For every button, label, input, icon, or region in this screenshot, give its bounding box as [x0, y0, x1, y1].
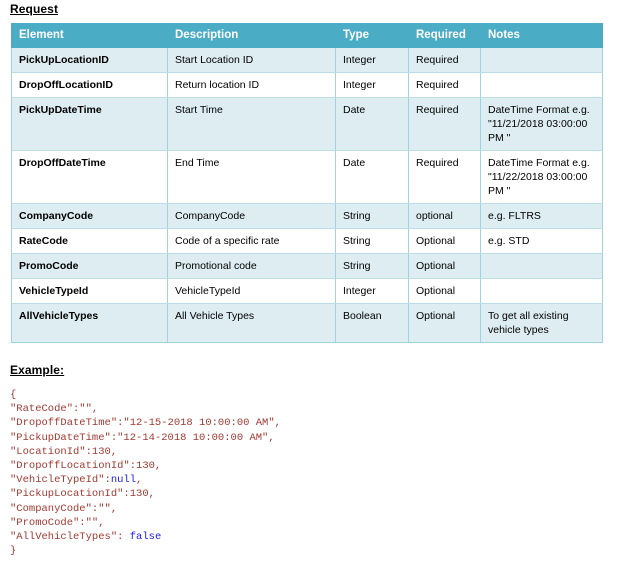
- cell-required: Required: [408, 72, 481, 98]
- cell-notes: [480, 253, 603, 279]
- code-line: "DropoffLocationId":130,: [10, 459, 281, 473]
- code-line: "LocationId":130,: [10, 445, 281, 459]
- cell-type: Date: [335, 97, 409, 151]
- cell-description: Start Time: [167, 97, 336, 151]
- cell-description: Start Location ID: [167, 47, 336, 73]
- cell-type: Integer: [335, 47, 409, 73]
- cell-type: String: [335, 253, 409, 279]
- column-header-description: Description: [167, 23, 336, 48]
- cell-notes: To get all existing vehicle types: [480, 303, 603, 343]
- cell-element: PickUpLocationID: [11, 47, 168, 73]
- cell-element: PickUpDateTime: [11, 97, 168, 151]
- json-text: "DropoffLocationId":130,: [10, 460, 162, 473]
- json-text: "CompanyCode":"",: [10, 502, 118, 515]
- cell-notes: [480, 278, 603, 304]
- cell-description: All Vehicle Types: [167, 303, 336, 343]
- code-line: "VehicleTypeId":null,: [10, 473, 281, 487]
- cell-type: Integer: [335, 278, 409, 304]
- example-heading: Example:: [10, 363, 65, 377]
- cell-element: PromoCode: [11, 253, 168, 279]
- column-header-required: Required: [408, 23, 481, 48]
- cell-description: Code of a specific rate: [167, 228, 336, 254]
- json-text: ,: [136, 474, 143, 487]
- table-header: Element Description Type Required Notes: [11, 23, 603, 48]
- cell-description: Return location ID: [167, 72, 336, 98]
- cell-notes: e.g. STD: [480, 228, 603, 254]
- cell-type: Date: [335, 150, 409, 204]
- json-text: "DropoffDateTime":"12-15-2018 10:00:00 A…: [10, 417, 281, 430]
- json-text: "AllVehicleTypes":: [10, 531, 130, 544]
- code-line: "PromoCode":"",: [10, 516, 281, 530]
- cell-required: Optional: [408, 278, 481, 304]
- cell-notes: [480, 72, 603, 98]
- cell-notes: DateTime Format e.g. "11/22/2018 03:00:0…: [480, 150, 603, 204]
- table-header-row: Element Description Type Required Notes: [11, 23, 603, 48]
- cell-type: Boolean: [335, 303, 409, 343]
- cell-element: DropOffDateTime: [11, 150, 168, 204]
- cell-element: VehicleTypeId: [11, 278, 168, 304]
- column-header-element: Element: [11, 23, 168, 48]
- cell-notes: [480, 47, 603, 73]
- json-text: "PickupLocationId":130,: [10, 488, 155, 501]
- example-json-code-block: { "RateCode":"","DropoffDateTime":"12-15-…: [10, 388, 281, 558]
- cell-required: Required: [408, 47, 481, 73]
- code-line: "RateCode":"",: [10, 402, 281, 416]
- code-line: "AllVehicleTypes": false: [10, 530, 281, 544]
- json-text: "RateCode":"",: [10, 403, 99, 416]
- cell-type: String: [335, 203, 409, 229]
- cell-description: CompanyCode: [167, 203, 336, 229]
- json-text: "LocationId":130,: [10, 445, 118, 458]
- json-literal: null: [110, 474, 137, 487]
- cell-type: String: [335, 228, 409, 254]
- code-line: {: [10, 388, 281, 402]
- cell-required: Optional: [408, 228, 481, 254]
- cell-notes: e.g. FLTRS: [480, 203, 603, 229]
- cell-element: CompanyCode: [11, 203, 168, 229]
- request-parameters-table: Element Description Type Required Notes …: [11, 23, 603, 343]
- cell-type: Integer: [335, 72, 409, 98]
- cell-notes: DateTime Format e.g. "11/21/2018 03:00:0…: [480, 97, 603, 151]
- cell-description: Promotional code: [167, 253, 336, 279]
- cell-element: DropOffLocationID: [11, 72, 168, 98]
- cell-description: VehicleTypeId: [167, 278, 336, 304]
- code-line: "PickupDateTime":"12-14-2018 10:00:00 AM…: [10, 431, 281, 445]
- code-line: "DropoffDateTime":"12-15-2018 10:00:00 A…: [10, 416, 281, 430]
- json-text: }: [10, 545, 17, 558]
- request-heading: Request: [10, 2, 59, 16]
- cell-description: End Time: [167, 150, 336, 204]
- json-literal: false: [129, 531, 162, 544]
- cell-element: AllVehicleTypes: [11, 303, 168, 343]
- cell-required: Optional: [408, 253, 481, 279]
- json-text: {: [10, 389, 17, 401]
- json-text: "PickupDateTime":"12-14-2018 10:00:00 AM…: [10, 431, 275, 444]
- cell-required: Required: [408, 97, 481, 151]
- column-header-notes: Notes: [480, 23, 603, 48]
- code-line: }: [10, 544, 281, 558]
- cell-required: Optional: [408, 303, 481, 343]
- cell-required: Required: [408, 150, 481, 204]
- column-header-type: Type: [335, 23, 409, 48]
- cell-required: optional: [408, 203, 481, 229]
- code-line: "PickupLocationId":130,: [10, 487, 281, 501]
- cell-element: RateCode: [11, 228, 168, 254]
- json-text: "PromoCode":"",: [10, 516, 105, 529]
- json-text: "VehicleTypeId":: [10, 474, 111, 487]
- code-line: "CompanyCode":"",: [10, 502, 281, 516]
